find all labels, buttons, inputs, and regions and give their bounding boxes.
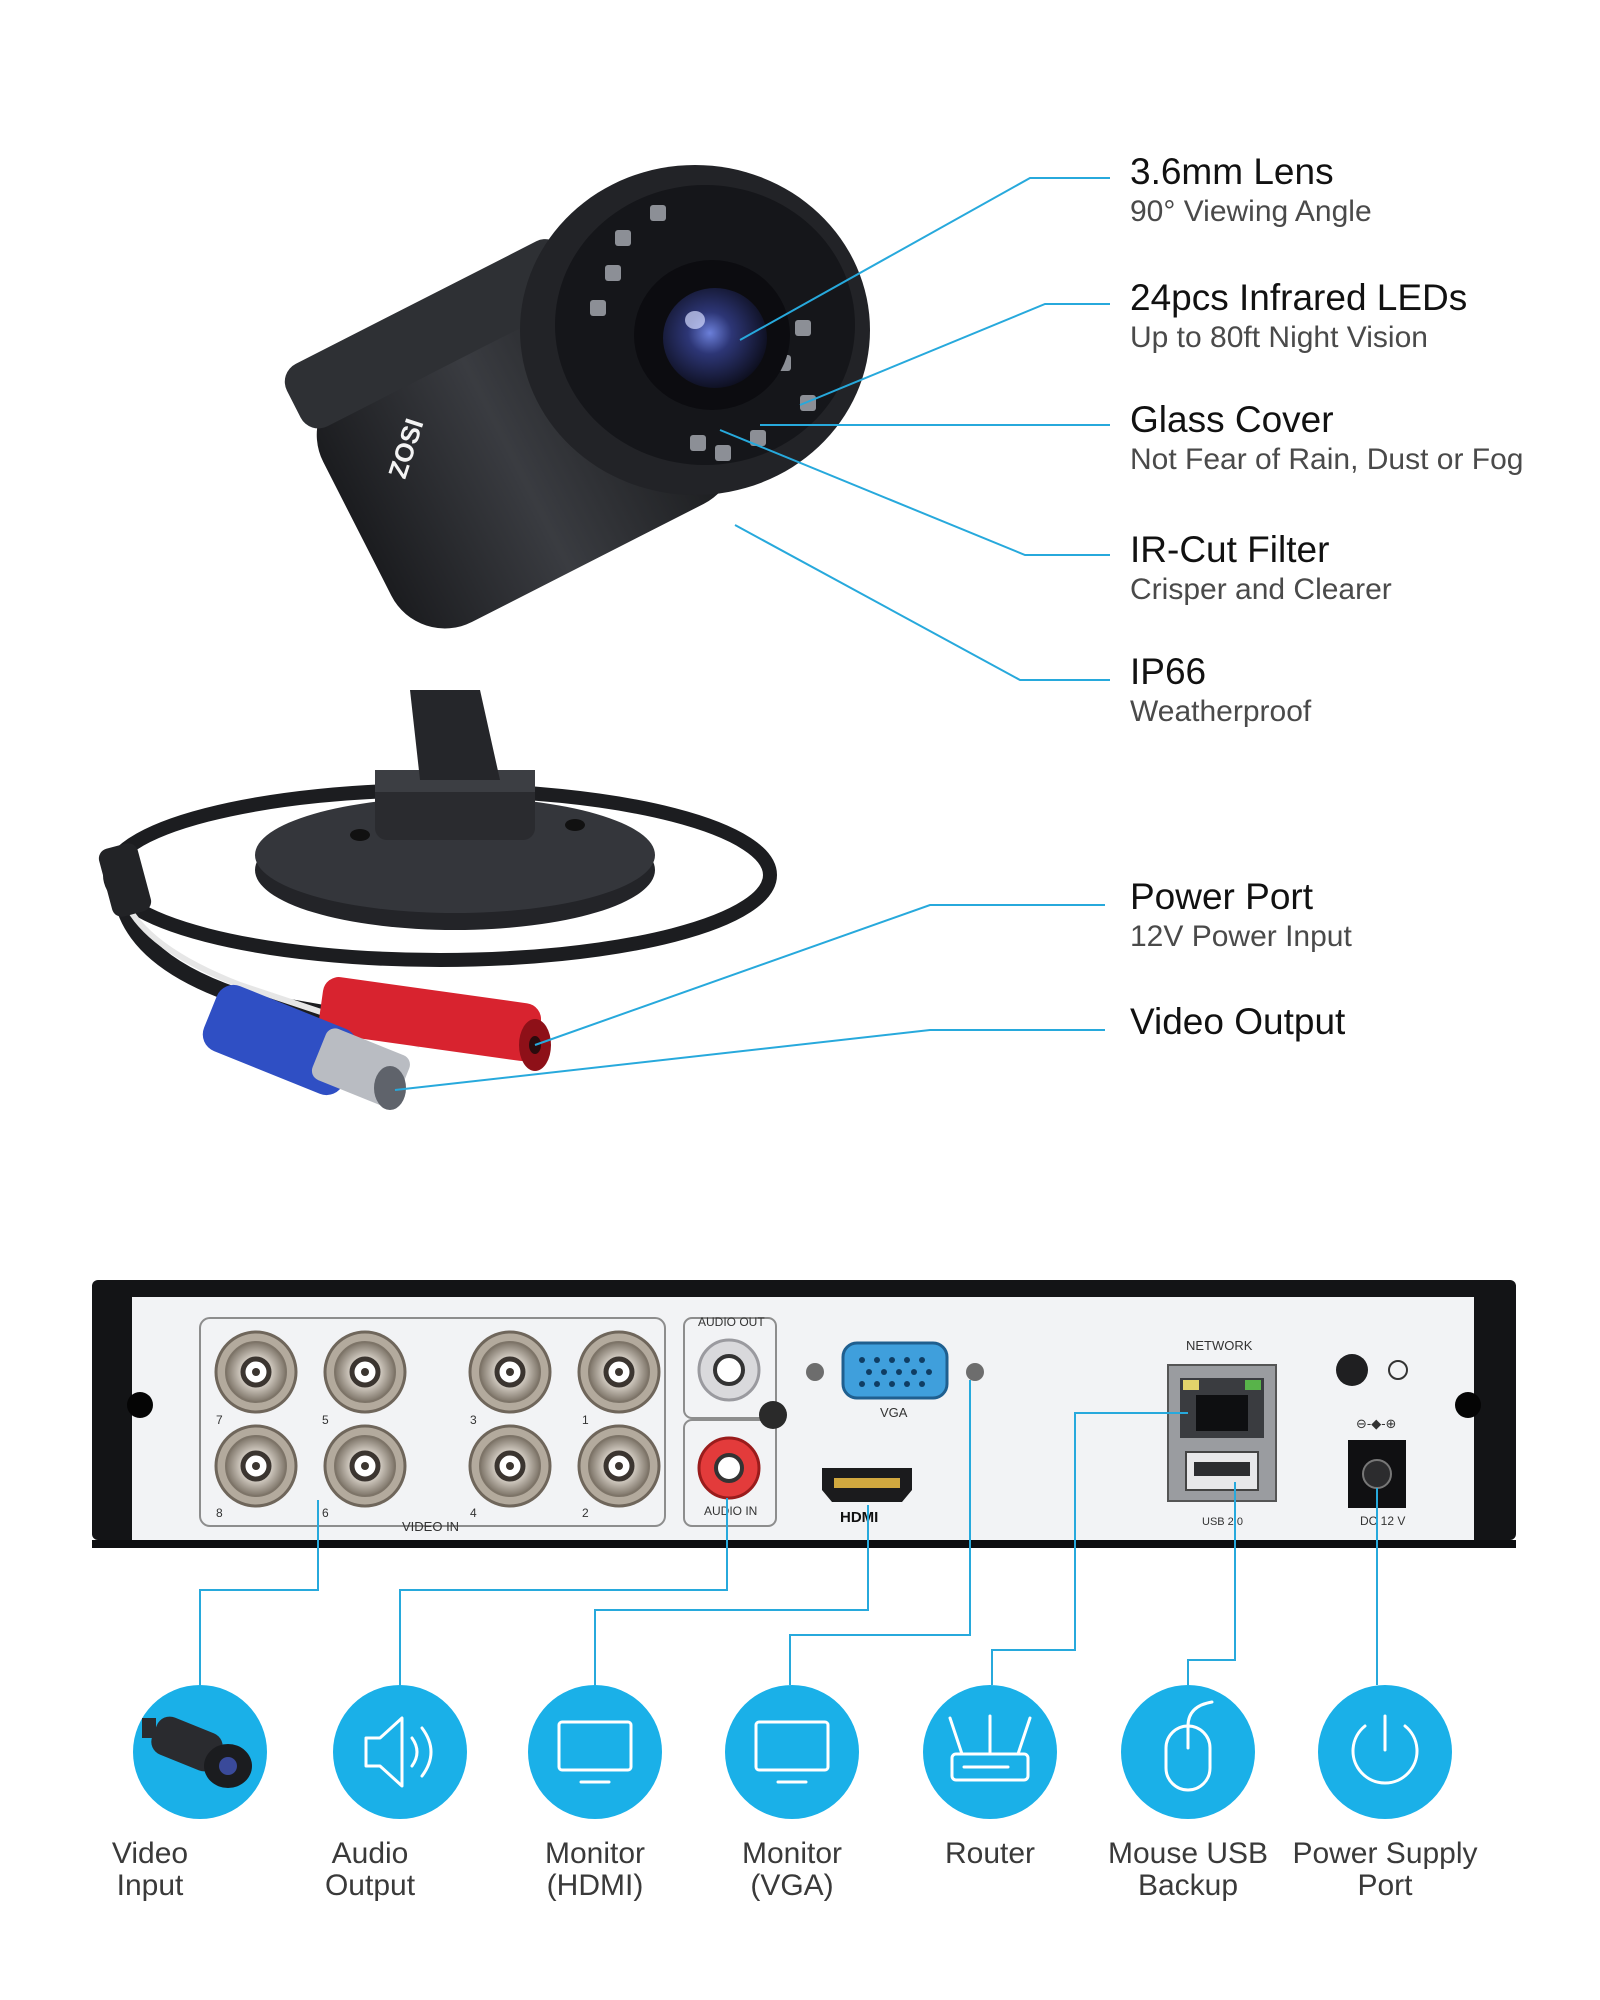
router-icon — [923, 1685, 1057, 1819]
vga-label: VGA — [880, 1405, 908, 1420]
bnc-port — [577, 1424, 661, 1508]
channel-number: 1 — [582, 1413, 589, 1427]
port-label-line2: (HDMI) — [546, 1869, 644, 1902]
port-label: Monitor(VGA) — [692, 1838, 892, 1902]
dc-label: DC 12 V — [1360, 1514, 1405, 1528]
channel-numbers: 7 5 3 1 8 6 4 2 — [216, 1413, 589, 1520]
port-label-line1: Audio — [331, 1837, 409, 1870]
dvr-leader-lines — [199, 1380, 1378, 1685]
monitor-icon — [725, 1685, 859, 1819]
camera-leader-lines — [394, 177, 1110, 1091]
camera-icon — [133, 1685, 267, 1819]
port-label-line1: Video — [111, 1837, 189, 1870]
bnc-port — [214, 1424, 298, 1508]
feature-subtitle: Crisper and Clearer — [1130, 573, 1392, 606]
video-in-frame — [199, 1317, 666, 1527]
port-label-line1: Monitor — [544, 1837, 646, 1870]
port-label-line1: Power Supply — [1292, 1837, 1478, 1870]
port-label-line2: Output — [324, 1869, 416, 1902]
camera-neck — [410, 690, 500, 780]
port-label-line2: Input — [116, 1869, 184, 1902]
port-label-line1: Mouse USB — [1107, 1837, 1269, 1870]
port-label-line2: Backup — [1137, 1869, 1239, 1902]
port-label: Monitor(HDMI) — [495, 1838, 695, 1902]
bnc-port — [323, 1424, 407, 1508]
feature-subtitle: 12V Power Input — [1130, 920, 1352, 953]
feature-title: IR-Cut Filter — [1130, 529, 1330, 570]
feature-subtitle: Up to 80ft Night Vision — [1130, 321, 1428, 354]
video-in-ports — [214, 1330, 661, 1508]
channel-number: 2 — [582, 1506, 589, 1520]
feature-subtitle: 90° Viewing Angle — [1130, 195, 1372, 228]
speaker-icon — [333, 1685, 467, 1819]
feature-title: 24pcs Infrared LEDs — [1130, 277, 1468, 318]
feature-subtitle: Weatherproof — [1130, 695, 1312, 728]
channel-number: 6 — [322, 1506, 329, 1520]
feature-title: 3.6mm Lens — [1130, 151, 1334, 192]
feature-callout: Video Output — [1130, 1000, 1345, 1044]
bnc-port — [468, 1330, 552, 1414]
camera-illustration: ZOSI — [98, 165, 870, 1110]
port-icons — [133, 1685, 1452, 1819]
feature-title: IP66 — [1130, 651, 1207, 692]
video-connector — [202, 984, 410, 1110]
feature-title: Power Port — [1130, 876, 1314, 917]
mouse-icon — [1121, 1685, 1255, 1819]
hdmi-label: HDMI — [840, 1509, 878, 1526]
bnc-port — [577, 1330, 661, 1414]
port-label-line2: Port — [1357, 1869, 1413, 1902]
feature-subtitle: Not Fear of Rain, Dust or Fog — [1130, 443, 1524, 476]
dvr-back-panel: 7 5 3 1 8 6 4 2 VIDEO IN AUDIO OUT AUDIO IN VGA… — [92, 1280, 1516, 1548]
network-label: NETWORK — [1186, 1338, 1253, 1353]
video-in-label: VIDEO IN — [402, 1519, 459, 1534]
channel-number: 3 — [470, 1413, 477, 1427]
port-label: Router — [890, 1838, 1090, 1870]
feature-title: Glass Cover — [1130, 399, 1334, 440]
bnc-port — [214, 1330, 298, 1414]
monitor-icon — [528, 1685, 662, 1819]
bnc-port — [468, 1424, 552, 1508]
channel-number: 8 — [216, 1506, 223, 1520]
channel-number: 5 — [322, 1413, 329, 1427]
svg-text:⊖-◆-⊕: ⊖-◆-⊕ — [1356, 1416, 1396, 1431]
channel-number: 4 — [470, 1506, 477, 1520]
power-icon — [1318, 1685, 1452, 1819]
channel-number: 7 — [216, 1413, 223, 1427]
audio-in-label: AUDIO IN — [704, 1504, 757, 1518]
usb-label: USB 2.0 — [1202, 1516, 1243, 1528]
bnc-port — [323, 1330, 407, 1414]
port-label-line2: (VGA) — [750, 1869, 834, 1902]
port-label-line1: Monitor — [741, 1837, 843, 1870]
audio-out-label: AUDIO OUT — [698, 1315, 765, 1329]
feature-title: Video Output — [1130, 1001, 1346, 1042]
port-label-line1: Router — [944, 1837, 1036, 1870]
